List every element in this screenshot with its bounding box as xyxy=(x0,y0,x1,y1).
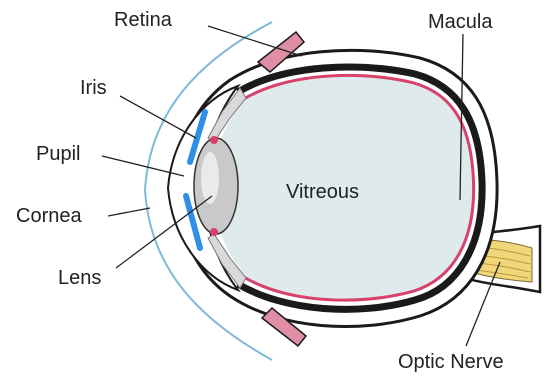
label-macula: Macula xyxy=(428,11,493,33)
cornea-leader xyxy=(108,208,150,216)
lens xyxy=(194,138,238,234)
label-retina: Retina xyxy=(114,9,173,31)
label-iris: Iris xyxy=(80,77,107,99)
label-optic-nerve: Optic Nerve xyxy=(398,351,504,373)
label-lens: Lens xyxy=(58,267,101,289)
label-pupil: Pupil xyxy=(36,143,80,165)
label-vitreous: Vitreous xyxy=(286,181,359,203)
label-cornea: Cornea xyxy=(16,205,82,227)
